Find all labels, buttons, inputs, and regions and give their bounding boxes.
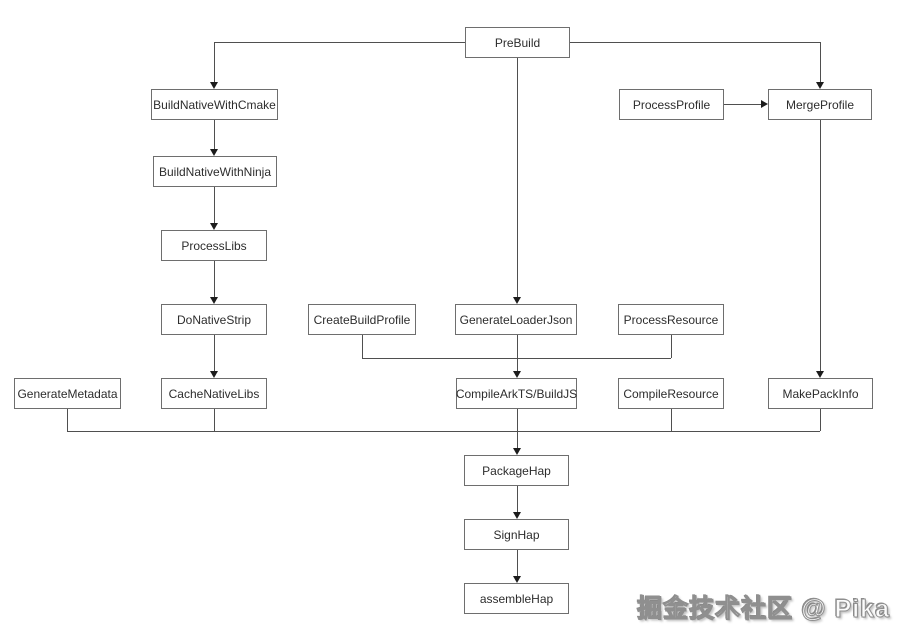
arrowhead [210,297,218,304]
node-label: BuildNativeWithNinja [158,164,272,179]
node-generate-metadata: GenerateMetadata [14,378,121,409]
connector-line [671,334,672,358]
connector-line [214,335,215,371]
connector-bus-line [362,358,671,359]
connector-line [820,42,821,82]
node-generate-loader-json: GenerateLoaderJson [455,304,577,335]
node-do-native-strip: DoNativeStrip [161,304,267,335]
node-label: ProcessResource [623,312,719,327]
node-label: CacheNativeLibs [168,386,260,401]
node-process-profile: ProcessProfile [619,89,724,120]
node-prebuild: PreBuild [465,27,570,58]
node-merge-profile: MergeProfile [768,89,872,120]
arrowhead [210,149,218,156]
connector-line [724,104,761,105]
connector-line [517,409,518,448]
node-label: MakePackInfo [782,386,859,401]
node-label: DoNativeStrip [176,312,252,327]
node-label: BuildNativeWithCmake [153,97,276,112]
node-label: CompileResource [623,386,719,401]
node-label: CompileArkTS/BuildJS [455,386,578,401]
connector-line [517,58,518,297]
arrowhead [816,82,824,89]
arrowhead [210,371,218,378]
node-create-build-profile: CreateBuildProfile [308,304,416,335]
arrowhead [513,576,521,583]
connector-line [214,187,215,223]
watermark: 掘金技术社区 @ Pika [637,595,890,624]
node-label: ProcessProfile [632,97,711,112]
node-label: PackageHap [482,463,551,478]
node-process-libs: ProcessLibs [161,230,267,261]
node-label: GenerateLoaderJson [459,312,573,327]
connector-line [820,409,821,431]
connector-line [214,120,215,149]
node-label: GenerateMetadata [17,386,118,401]
connector-line [214,261,215,297]
node-label: MergeProfile [785,97,855,112]
connector-bus-line [67,431,820,432]
node-sign-hap: SignHap [464,519,569,550]
arrowhead [761,100,768,108]
arrowhead [210,223,218,230]
connector-line [214,42,465,43]
node-compile-resource: CompileResource [618,378,724,409]
node-cache-native-libs: CacheNativeLibs [161,378,267,409]
arrowhead [513,371,521,378]
connector-line [214,409,215,431]
node-package-hap: PackageHap [464,455,569,486]
arrowhead [513,297,521,304]
connector-line [362,334,363,358]
connector-line [671,409,672,431]
node-process-resource: ProcessResource [618,304,724,335]
node-assemble-hap: assembleHap [464,583,569,614]
node-build-native-with-ninja: BuildNativeWithNinja [153,156,277,187]
connector-line [570,42,820,43]
connector-line [820,120,821,371]
node-compile-arkts-buildjs: CompileArkTS/BuildJS [456,378,577,409]
connector-line [214,42,215,82]
node-label: assembleHap [479,591,554,606]
node-label: ProcessLibs [181,238,247,253]
connector-line [517,550,518,576]
node-build-native-with-cmake: BuildNativeWithCmake [151,89,278,120]
connector-line [517,486,518,513]
node-make-pack-info: MakePackInfo [768,378,873,409]
arrowhead [816,371,824,378]
arrowhead [513,512,521,519]
connector-line [517,335,518,371]
node-label: CreateBuildProfile [313,312,411,327]
connector-line [67,409,68,431]
node-label: SignHap [493,527,540,542]
arrowhead [513,448,521,455]
node-label: PreBuild [494,35,541,50]
arrowhead [210,82,218,89]
